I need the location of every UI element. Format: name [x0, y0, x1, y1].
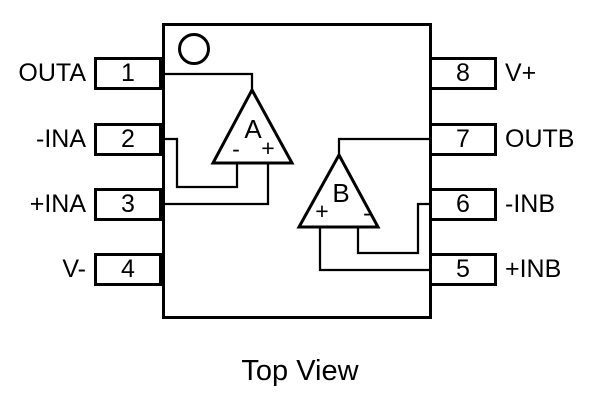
pin-5-label: +INB — [505, 255, 562, 283]
opamp-b-triangle — [296, 151, 381, 229]
wire-ina-plus — [162, 164, 270, 206]
opamp-a-triangle — [210, 86, 295, 165]
pin1-indicator-icon — [178, 33, 210, 65]
pin-2-label: -INA — [36, 125, 86, 153]
opamp-b-minus-sign: - — [363, 200, 371, 226]
diagram-caption: Top View — [241, 355, 359, 387]
pin-5-box: 5 — [429, 253, 497, 286]
pin-8-box: 8 — [429, 57, 497, 90]
wire-inb-plus — [318, 226, 432, 272]
opamp-a-plus-sign: + — [261, 135, 274, 161]
pin-8-label: V+ — [505, 59, 537, 87]
opamp-a-minus-sign: - — [232, 136, 240, 162]
pin-4-box: 4 — [94, 253, 162, 286]
pin-6-box: 6 — [429, 188, 497, 221]
wire-outa — [162, 72, 254, 92]
pin-7-label: OUTB — [505, 125, 575, 153]
wire-ina-minus — [162, 137, 239, 189]
pin-1-box: 1 — [94, 57, 162, 90]
pin-3-box: 3 — [94, 188, 162, 221]
opamp-b-label: B — [332, 178, 349, 208]
pin-3-label: +INA — [29, 190, 86, 218]
pin-1-label: OUTA — [18, 59, 86, 87]
opamp-b-plus-sign: + — [315, 198, 328, 224]
wire-outb — [337, 137, 432, 156]
opamp-a-label: A — [244, 114, 262, 144]
pin-4-label: V- — [62, 255, 86, 283]
pin-6-label: -INB — [505, 190, 555, 218]
pin-2-box: 2 — [94, 123, 162, 156]
pin-7-box: 7 — [429, 123, 497, 156]
wire-inb-minus — [356, 202, 432, 255]
